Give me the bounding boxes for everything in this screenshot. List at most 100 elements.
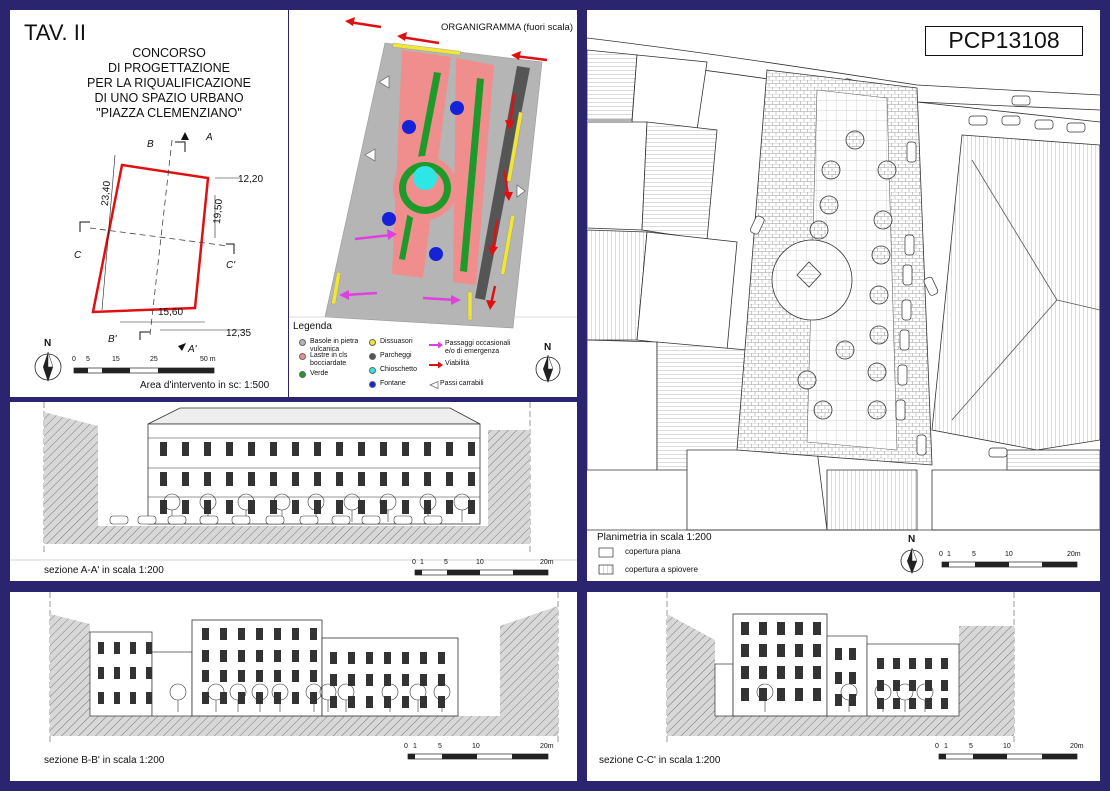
car — [265, 515, 285, 525]
passo-carrabile — [516, 184, 526, 198]
window — [909, 658, 916, 669]
legend-label: copertura piana — [625, 547, 681, 556]
window — [256, 692, 263, 704]
window — [292, 650, 299, 662]
window — [941, 658, 948, 669]
section-caption: sezione C-C' in scala 1:200 — [599, 755, 721, 766]
sezione-cc-drawing — [666, 592, 1078, 760]
window — [314, 472, 321, 486]
planimetria-panel: PCP13108 Planimetria in scala 1:200 cope… — [587, 10, 1100, 581]
window — [336, 500, 343, 514]
scale-tick: 0 — [412, 559, 416, 566]
window — [366, 674, 373, 686]
scale-tick: 10 — [1003, 743, 1011, 750]
window — [292, 670, 299, 682]
window — [348, 674, 355, 686]
window — [877, 680, 884, 691]
window — [202, 628, 209, 640]
window — [402, 652, 409, 664]
legend-swatch — [369, 381, 376, 388]
sezione-aa-drawing — [10, 402, 577, 576]
window — [292, 472, 299, 486]
window — [292, 692, 299, 704]
window — [182, 500, 189, 514]
window — [114, 692, 120, 704]
window — [795, 666, 803, 679]
section-caption: sezione B-B' in scala 1:200 — [44, 755, 165, 766]
dim-label: 12,35 — [226, 328, 252, 339]
window — [909, 680, 916, 691]
window — [420, 652, 427, 664]
planimetria-drawing — [587, 10, 1100, 575]
window — [424, 500, 431, 514]
window — [270, 442, 277, 456]
window — [813, 644, 821, 657]
window — [468, 472, 475, 486]
car — [137, 515, 157, 525]
scale-tick: 1 — [413, 743, 417, 750]
window — [893, 680, 900, 691]
window — [358, 500, 365, 514]
section-mark: A' — [188, 344, 197, 355]
section-mark: C' — [226, 260, 236, 271]
window — [468, 500, 475, 514]
window — [877, 658, 884, 669]
window — [941, 680, 948, 691]
scale-tick: 10 — [476, 559, 484, 566]
window — [274, 650, 281, 662]
window — [130, 667, 136, 679]
scale-tick: 1 — [947, 551, 951, 558]
window — [256, 628, 263, 640]
area-intervento-panel: TAV. II CONCORSO DI PROGETTAZIONE PER LA… — [10, 10, 288, 397]
window — [420, 674, 427, 686]
window — [849, 648, 856, 660]
window — [248, 442, 255, 456]
window — [384, 674, 391, 686]
window — [202, 650, 209, 662]
dim-label: 23,40 — [99, 180, 114, 207]
area-caption: Area d'intervento in sc: 1:500 — [140, 380, 270, 391]
car — [199, 515, 219, 525]
window — [420, 696, 427, 708]
section-mark: B — [147, 139, 154, 150]
window — [446, 472, 453, 486]
competition-title: CONCORSO DI PROGETTAZIONE PER LA RIQUALI… — [50, 46, 288, 121]
planimetria-caption: Planimetria in scala 1:200 — [597, 532, 712, 543]
window — [202, 670, 209, 682]
sezione-aa-panel: sezione A-A' in scala 1:200 0 1 5 10 20m — [10, 402, 577, 581]
fontana — [382, 212, 396, 226]
window — [274, 670, 281, 682]
organigramma-panel: ORGANIGRAMMA (fuori scala) — [289, 10, 577, 397]
window — [202, 692, 209, 704]
window — [424, 472, 431, 486]
sezione-cc-panel: sezione C-C' in scala 1:200 0 1 5 10 20m — [587, 592, 1100, 781]
window — [835, 672, 842, 684]
window — [274, 692, 281, 704]
legend-swatch — [429, 380, 439, 392]
window — [835, 694, 842, 706]
window — [310, 692, 317, 704]
legend-swatch — [299, 339, 306, 346]
window — [256, 650, 263, 662]
window — [220, 650, 227, 662]
window — [336, 472, 343, 486]
window — [380, 500, 387, 514]
scale-tick: 1 — [420, 559, 424, 566]
window — [777, 622, 785, 635]
car — [361, 515, 381, 525]
legend-title: Legenda — [293, 321, 332, 332]
window — [468, 442, 475, 456]
window — [813, 622, 821, 635]
window — [238, 650, 245, 662]
organigramma-diagram — [289, 17, 577, 383]
north-label: N — [908, 534, 916, 545]
window — [226, 500, 233, 514]
intervention-boundary — [91, 163, 210, 314]
title-line: "PIAZZA CLEMENZIANO" — [96, 106, 242, 120]
window — [114, 667, 120, 679]
car — [393, 515, 413, 525]
organigramma-title: ORGANIGRAMMA (fuori scala) — [441, 22, 573, 33]
window — [741, 622, 749, 635]
title-line: CONCORSO — [132, 46, 206, 60]
title-line: PER LA RIQUALIFICAZIONE — [87, 76, 251, 90]
